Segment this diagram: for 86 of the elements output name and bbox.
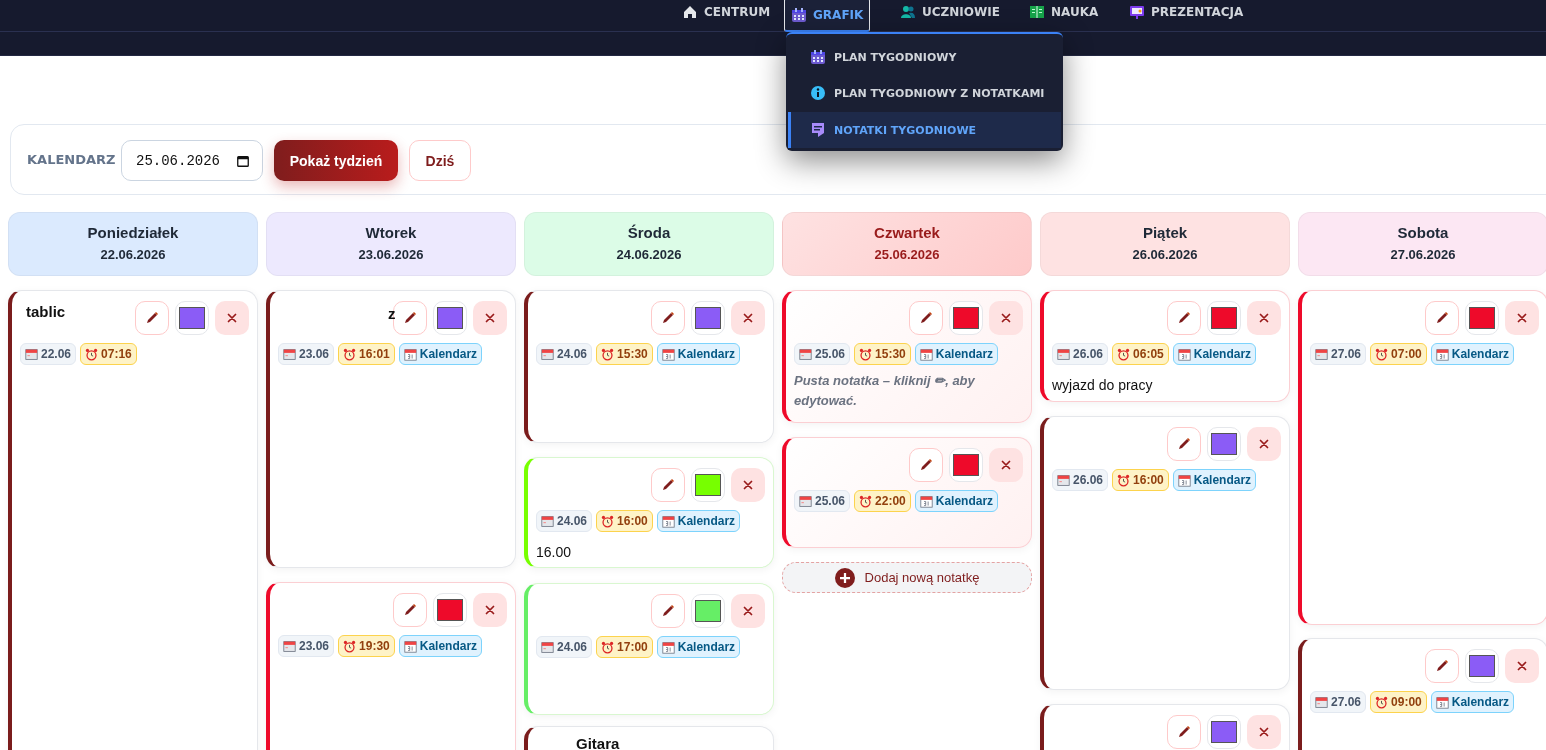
day-name: Sobota: [1396, 224, 1450, 241]
day-header: [782, 212, 1032, 276]
note-card: [782, 290, 1032, 423]
day-date: 27.06.2026: [1389, 247, 1457, 262]
day-header: [524, 212, 774, 276]
note-card: [1040, 416, 1290, 690]
time-text: 07:16: [101, 347, 132, 361]
nav-link: GRAFIK: [784, 0, 871, 32]
link-text: Kalendarz: [1451, 347, 1510, 361]
time-text: 19:30: [359, 639, 390, 653]
nav-link: CENTRUM: [678, 0, 775, 24]
note-card: [524, 457, 774, 568]
date-text: 24.06: [557, 640, 588, 654]
day-header: [8, 212, 258, 276]
date-text: 23.06: [299, 639, 330, 653]
note-title: Gitara: [576, 735, 620, 750]
day-name: Poniedziałek: [86, 224, 180, 241]
date-text: 25.06: [815, 494, 846, 508]
field-label: KALENDARZ: [27, 152, 116, 167]
link-text: Kalendarz: [1451, 695, 1510, 709]
show-week-button: Pokaż tydzień: [274, 140, 398, 181]
dropdown-menu: [786, 32, 1063, 151]
link-text: Kalendarz: [935, 494, 994, 508]
day-header: [1040, 212, 1290, 276]
note-text: wyjazd do pracy: [1052, 376, 1154, 395]
note-title: tablic: [26, 303, 66, 320]
note-card: [266, 290, 516, 568]
date-input-field: 25.06.2026: [121, 140, 263, 181]
day-name: Wtorek: [364, 224, 418, 241]
note-text: 16.00: [536, 543, 573, 562]
note-card: [524, 290, 774, 443]
time-text: 15:30: [617, 347, 648, 361]
menu-item: PLAN TYGODNIOWY: [788, 39, 1061, 75]
link-text: Kalendarz: [419, 347, 478, 361]
day-name: Czwartek: [873, 224, 941, 241]
date-text: 25.06: [815, 347, 846, 361]
date-text: 27.06: [1331, 347, 1362, 361]
time-text: 16:00: [1133, 473, 1164, 487]
link-text: Kalendarz: [935, 347, 994, 361]
note-card: [1298, 290, 1546, 625]
date-text: 26.06: [1073, 473, 1104, 487]
link-text: Kalendarz: [419, 639, 478, 653]
nav-link: PREZENTACJA: [1125, 0, 1248, 24]
day-date: 22.06.2026: [99, 247, 167, 262]
note-card: [266, 582, 516, 750]
date-text: 23.06: [299, 347, 330, 361]
toolbar-panel: [10, 124, 1546, 195]
day-name: Środa: [626, 224, 672, 241]
nav-link: UCZNIOWIE: [896, 0, 1004, 24]
time-text: 15:30: [875, 347, 906, 361]
day-date: 25.06.2026: [873, 247, 941, 262]
time-text: 09:00: [1391, 695, 1422, 709]
day-date: 24.06.2026: [615, 247, 683, 262]
day-date: 26.06.2026: [1131, 247, 1199, 262]
time-text: 16:01: [359, 347, 390, 361]
date-text: 27.06: [1331, 695, 1362, 709]
date-text: 24.06: [557, 514, 588, 528]
day-name: Piątek: [1141, 224, 1189, 241]
link-text: Kalendarz: [1193, 473, 1252, 487]
note-card: [524, 583, 774, 715]
menu-item: PLAN TYGODNIOWY Z NOTATKAMI: [788, 75, 1061, 111]
link-text: Kalendarz: [1193, 347, 1252, 361]
today-button: Dziś: [409, 140, 471, 181]
note-card: [1040, 290, 1290, 402]
add-note-button: Dodaj nową notatkę: [782, 562, 1032, 593]
note-card: [782, 437, 1032, 548]
note-text: Pusta notatka – kliknij ✏, aby edytować.: [794, 372, 976, 410]
date-text: 24.06: [557, 347, 588, 361]
day-date: 23.06.2026: [357, 247, 425, 262]
time-text: 22:00: [875, 494, 906, 508]
time-text: 06:05: [1133, 347, 1164, 361]
time-text: 07:00: [1391, 347, 1422, 361]
link-text: Kalendarz: [677, 514, 736, 528]
day-header: [266, 212, 516, 276]
time-text: 17:00: [617, 640, 648, 654]
date-text: 22.06: [41, 347, 72, 361]
note-card: [1298, 638, 1546, 750]
note-title: z: [388, 305, 396, 322]
nav-link: NAUKA: [1025, 0, 1103, 24]
date-text: 26.06: [1073, 347, 1104, 361]
menu-item: NOTATKI TYGODNIOWE: [788, 112, 1061, 148]
time-text: 16:00: [617, 514, 648, 528]
link-text: Kalendarz: [677, 347, 736, 361]
day-header: [1298, 212, 1546, 276]
note-card: [8, 290, 258, 750]
link-text: Kalendarz: [677, 640, 736, 654]
